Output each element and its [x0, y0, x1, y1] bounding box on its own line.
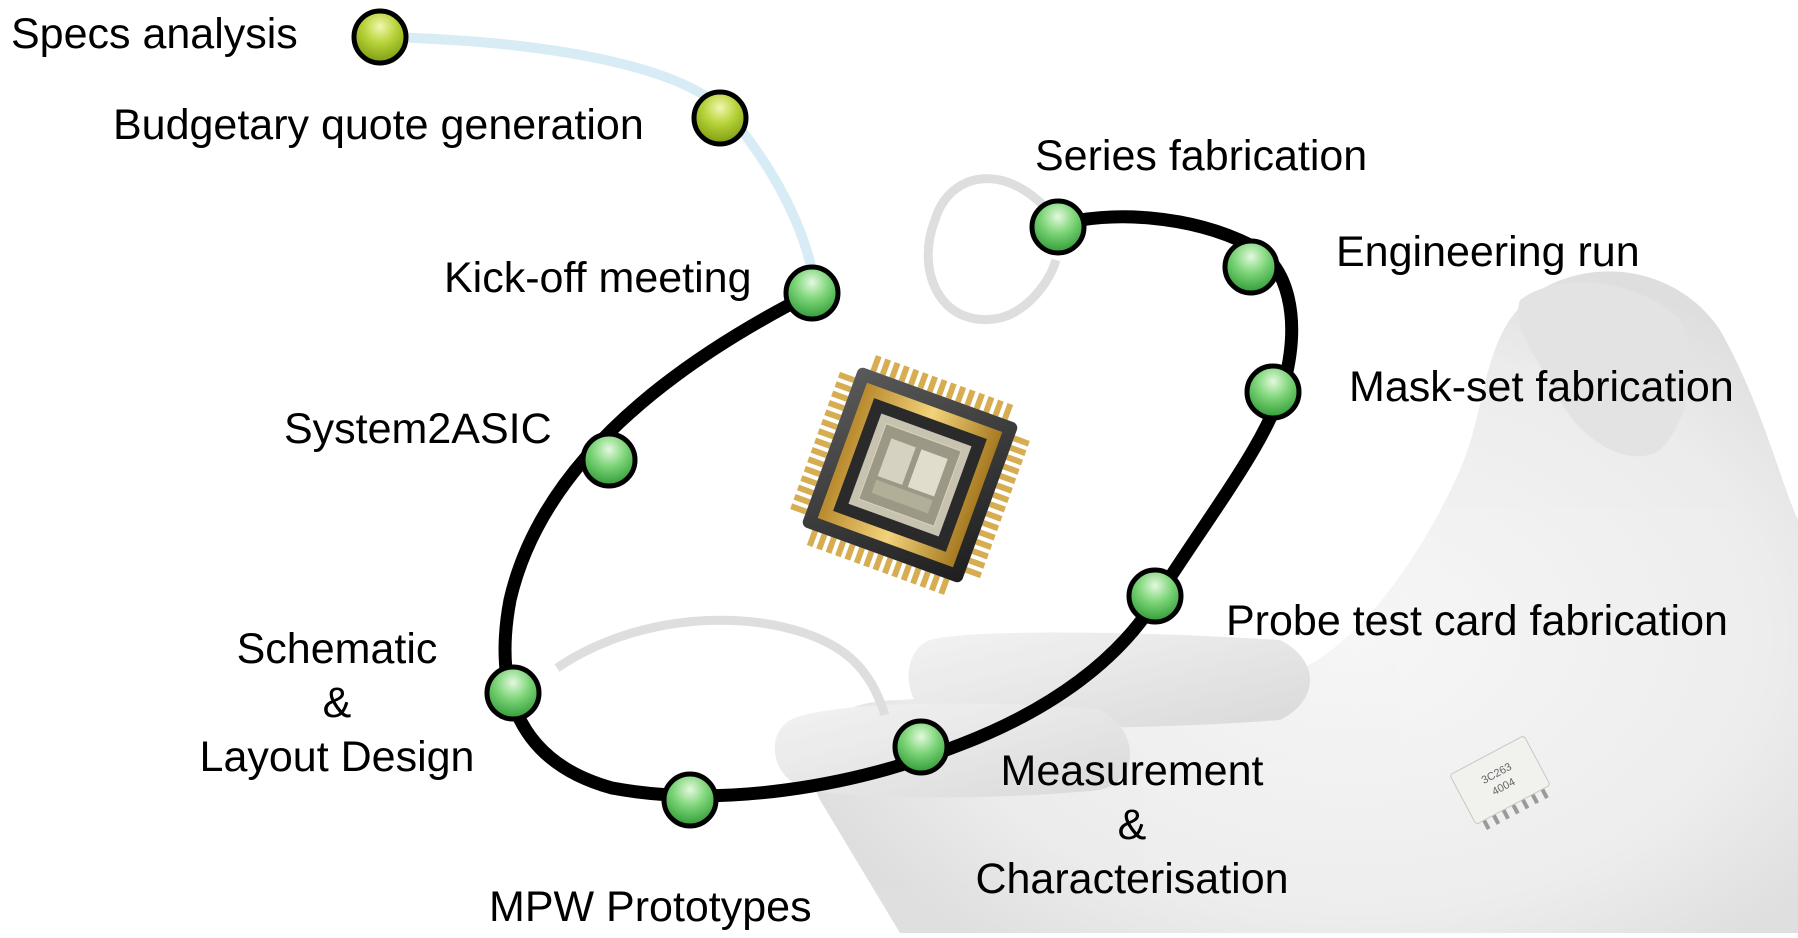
small-chip-photo: 3C263 4004 — [1450, 736, 1550, 830]
node-series — [1029, 198, 1087, 256]
prototype-loop-arc — [554, 615, 890, 717]
asic-chip-photo — [790, 355, 1030, 595]
label-schematic-line-1: Schematic — [236, 625, 438, 673]
label-budgetary-quote-generation: Budgetary quote generation — [113, 101, 644, 149]
label-specs-analysis: Specs analysis — [11, 10, 298, 58]
label-measurement-line-2: & — [1117, 801, 1147, 849]
node-measure — [892, 718, 950, 776]
node-system2asic — [580, 431, 638, 489]
label-schematic-line-2: & — [322, 679, 352, 727]
node-schematic — [484, 664, 542, 722]
node-kickoff — [783, 264, 841, 322]
node-specs — [351, 8, 409, 66]
hand-photo — [774, 271, 1798, 933]
label-system2asic: System2ASIC — [284, 405, 552, 453]
node-mask — [1244, 363, 1302, 421]
label-measurement-line-1: Measurement — [1000, 747, 1264, 795]
label-measurement-line-3: Characterisation — [975, 855, 1289, 903]
node-probe — [1126, 567, 1184, 625]
label-mask-set-fabrication: Mask-set fabrication — [1349, 363, 1734, 411]
node-mpw — [661, 771, 719, 829]
label-kick-off-meeting: Kick-off meeting — [444, 254, 752, 302]
node-quote — [691, 89, 749, 147]
label-engineering-run: Engineering run — [1336, 228, 1640, 276]
label-mpw-prototypes: MPW Prototypes — [489, 883, 812, 931]
label-schematic-layout: Schematic & Layout Design — [172, 622, 502, 784]
label-schematic-line-3: Layout Design — [199, 733, 475, 781]
label-measurement-characterisation: Measurement & Characterisation — [950, 744, 1314, 906]
process-ring — [498, 210, 1299, 803]
label-probe-test-card-fabrication: Probe test card fabrication — [1226, 597, 1728, 645]
label-series-fabrication: Series fabrication — [1035, 132, 1368, 180]
node-engrun — [1222, 238, 1280, 296]
series-loop-arc — [923, 174, 1061, 324]
